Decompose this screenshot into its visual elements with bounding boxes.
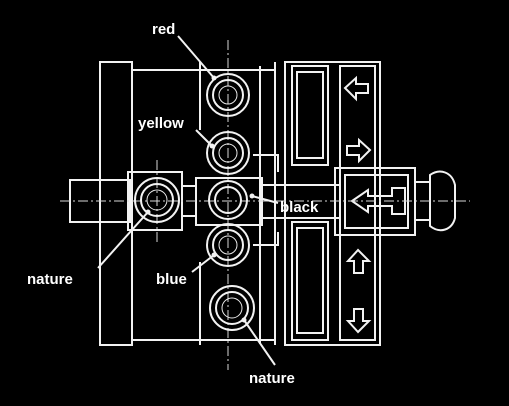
left-connector — [69, 171, 340, 231]
port-nature-bottom — [209, 285, 255, 331]
port-red — [206, 73, 250, 117]
label-red: red — [152, 21, 175, 38]
port-black — [208, 180, 248, 220]
label-blue: blue — [156, 271, 187, 288]
port-yellow — [206, 131, 250, 175]
port-nature-left — [134, 177, 180, 223]
down-arrow-icon — [345, 308, 372, 334]
label-nature-bottom: nature — [249, 370, 295, 387]
left-arrow-icon — [343, 75, 369, 102]
block-body — [99, 61, 381, 346]
right-arrow-icon — [346, 137, 372, 164]
label-black: black — [280, 199, 319, 216]
center-lines — [60, 40, 470, 370]
label-yellow: yellow — [138, 115, 184, 132]
label-nature-left: nature — [27, 271, 73, 288]
port-blue — [206, 223, 250, 267]
up-arrow-icon — [345, 248, 372, 274]
leader-lines — [97, 35, 279, 366]
